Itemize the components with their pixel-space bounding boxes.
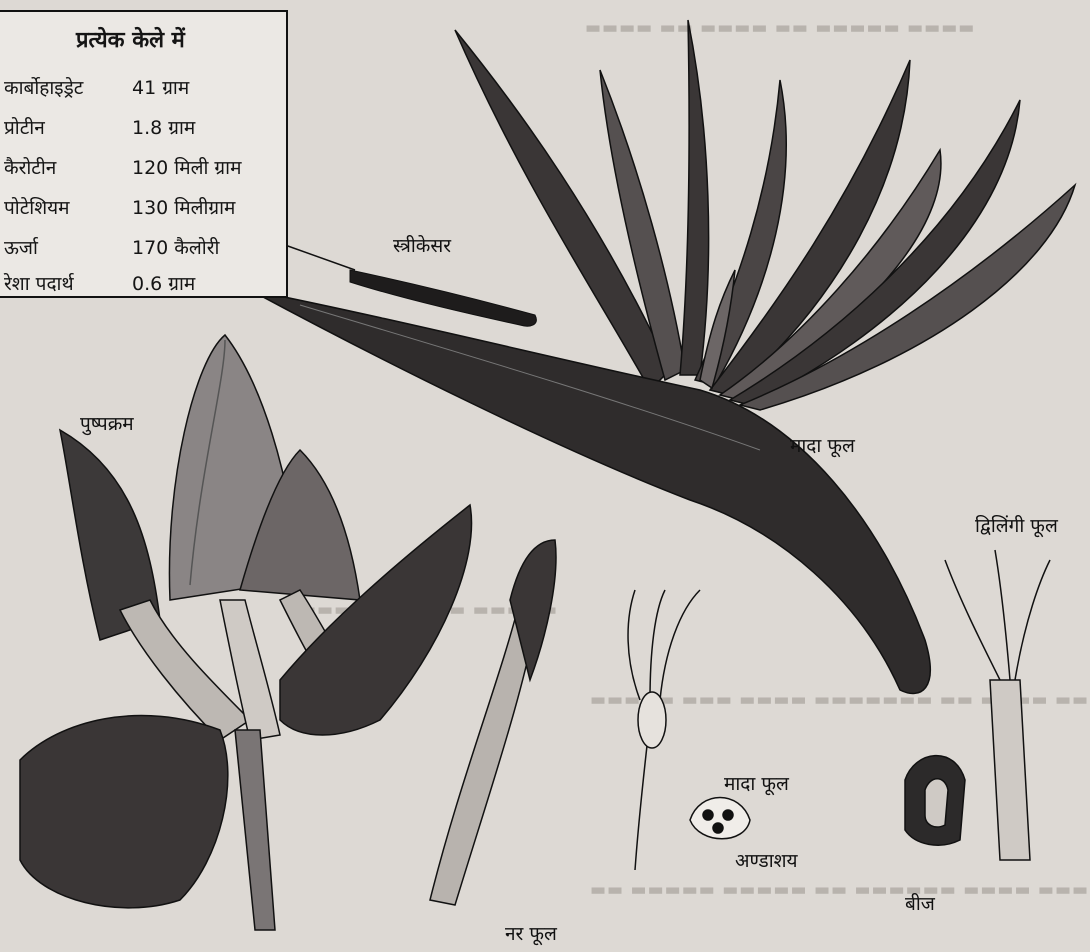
nutrient-name: कैरोटीन [4,154,56,180]
nutrient-name: रेशा पदार्थ [4,270,74,296]
nutrient-value: 0.6 ग्राम [132,270,195,296]
label-inflorescence: पुष्पक्रम [80,410,134,436]
label-female-flower-bottom: मादा फूल [724,770,789,796]
nutrient-value: 130 मिलीग्राम [132,194,235,220]
label-bisexual-flower: द्विलिंगी फूल [975,512,1058,538]
nutrient-value: 41 ग्राम [132,74,189,100]
nutrient-name: कार्बोहाइड्रेट [4,74,83,100]
nutrition-title: प्रत्येक केले में [76,24,185,54]
seed-drawing [905,756,965,846]
female-flower-bottom-drawing [628,590,700,870]
label-male-flower: नर फूल [505,920,557,946]
nutrient-value: 1.8 ग्राम [132,114,195,140]
nutrition-info-box: प्रत्येक केले में कार्बोहाइड्रेट 41 ग्रा… [0,10,288,298]
nutrient-value: 120 मिली ग्राम [132,154,241,180]
nutrient-value: 170 कैलोरी [132,234,219,260]
ovary-cross-section [690,798,750,839]
label-ovary: अण्डाशय [735,847,798,873]
nutrient-name: प्रोटीन [4,114,45,140]
female-flower-petals [455,20,1075,410]
label-stigma: स्त्रीकेसर [393,232,451,258]
nutrient-name: ऊर्जा [4,234,38,260]
label-female-flower-top: मादा फूल [790,432,855,458]
label-seed: बीज [905,890,935,916]
stigma-leader-line [285,245,355,270]
nutrient-name: पोटेशियम [4,194,70,220]
